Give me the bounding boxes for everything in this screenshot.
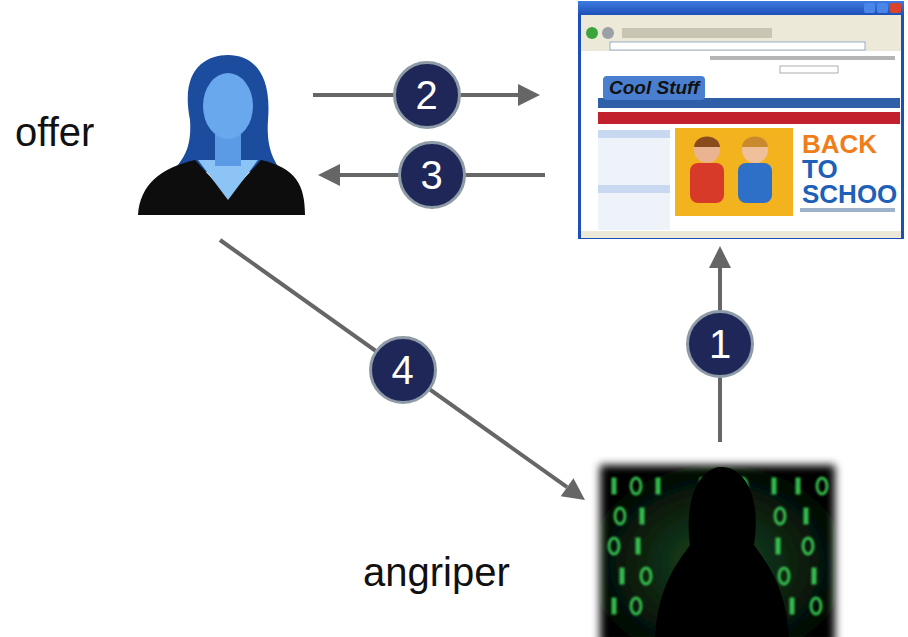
victim-node: offer <box>135 55 305 215</box>
back-button <box>586 27 598 39</box>
address-bar <box>581 41 901 51</box>
actor-label: angriper <box>363 550 510 595</box>
menu-bar <box>581 15 901 25</box>
toolbar-icons <box>622 28 772 38</box>
sidebar <box>598 138 670 230</box>
hero-image <box>675 128 793 216</box>
digit <box>620 568 624 584</box>
attacker-icon <box>600 465 835 637</box>
forward-button <box>602 27 614 39</box>
min-button <box>864 3 875 13</box>
actor-label: offer <box>15 110 94 155</box>
digit <box>803 538 813 554</box>
digit <box>636 538 640 554</box>
digit <box>609 538 619 554</box>
digit <box>817 478 827 494</box>
hooded-figure <box>655 467 789 637</box>
promo-banner <box>598 112 900 124</box>
hair <box>172 55 282 172</box>
digit <box>804 508 808 524</box>
flow-arrow <box>220 240 585 500</box>
digit <box>656 478 660 494</box>
attacker-node: angriper <box>595 460 840 637</box>
digit <box>811 598 821 614</box>
digit <box>612 598 616 614</box>
sidebar-header <box>598 130 670 138</box>
top-links <box>710 56 895 60</box>
digit <box>796 478 800 494</box>
window-frame <box>578 1 904 239</box>
child-body <box>738 163 772 203</box>
arrow-head <box>561 478 585 500</box>
child-hair <box>742 137 768 148</box>
callout-number: 3 <box>398 141 466 209</box>
digit <box>812 568 816 584</box>
browser-screenshot <box>578 1 904 239</box>
digit <box>779 568 789 584</box>
search-box <box>780 66 838 73</box>
child-hair <box>694 137 720 148</box>
callout-number: 4 <box>369 336 437 404</box>
callout-number: 1 <box>686 310 754 378</box>
site-logo: Cool Stuff <box>603 76 705 100</box>
page <box>581 51 901 231</box>
digit <box>641 568 651 584</box>
digit <box>640 508 644 524</box>
child-head <box>694 137 720 163</box>
digit <box>615 508 625 524</box>
toolbar <box>581 25 901 41</box>
digit <box>776 538 780 554</box>
address-field <box>610 42 865 50</box>
digit <box>612 478 616 494</box>
child-body <box>690 163 724 203</box>
title-bar <box>578 1 904 15</box>
callout-number: 2 <box>393 61 461 129</box>
digit <box>775 508 785 524</box>
face <box>203 73 253 139</box>
victim-icon <box>138 55 305 215</box>
website-node: Cool StuffBACK TO SCHOO <box>578 2 904 240</box>
arrow-head <box>518 84 540 106</box>
arrow-line <box>220 240 567 487</box>
banner-text: BACK TO SCHOO <box>802 132 902 207</box>
hero-caption <box>800 208 895 212</box>
digit <box>631 478 641 494</box>
arrow-head <box>709 246 731 268</box>
child-head <box>742 137 768 163</box>
jacket <box>138 160 305 215</box>
sidebar-header <box>598 185 670 193</box>
digit <box>772 478 776 494</box>
digit <box>631 598 641 614</box>
arrow-head <box>318 164 340 186</box>
matrix-background <box>600 465 835 637</box>
digit <box>790 598 794 614</box>
max-button <box>877 3 888 13</box>
status-bar <box>581 231 901 238</box>
close-button <box>890 3 901 13</box>
